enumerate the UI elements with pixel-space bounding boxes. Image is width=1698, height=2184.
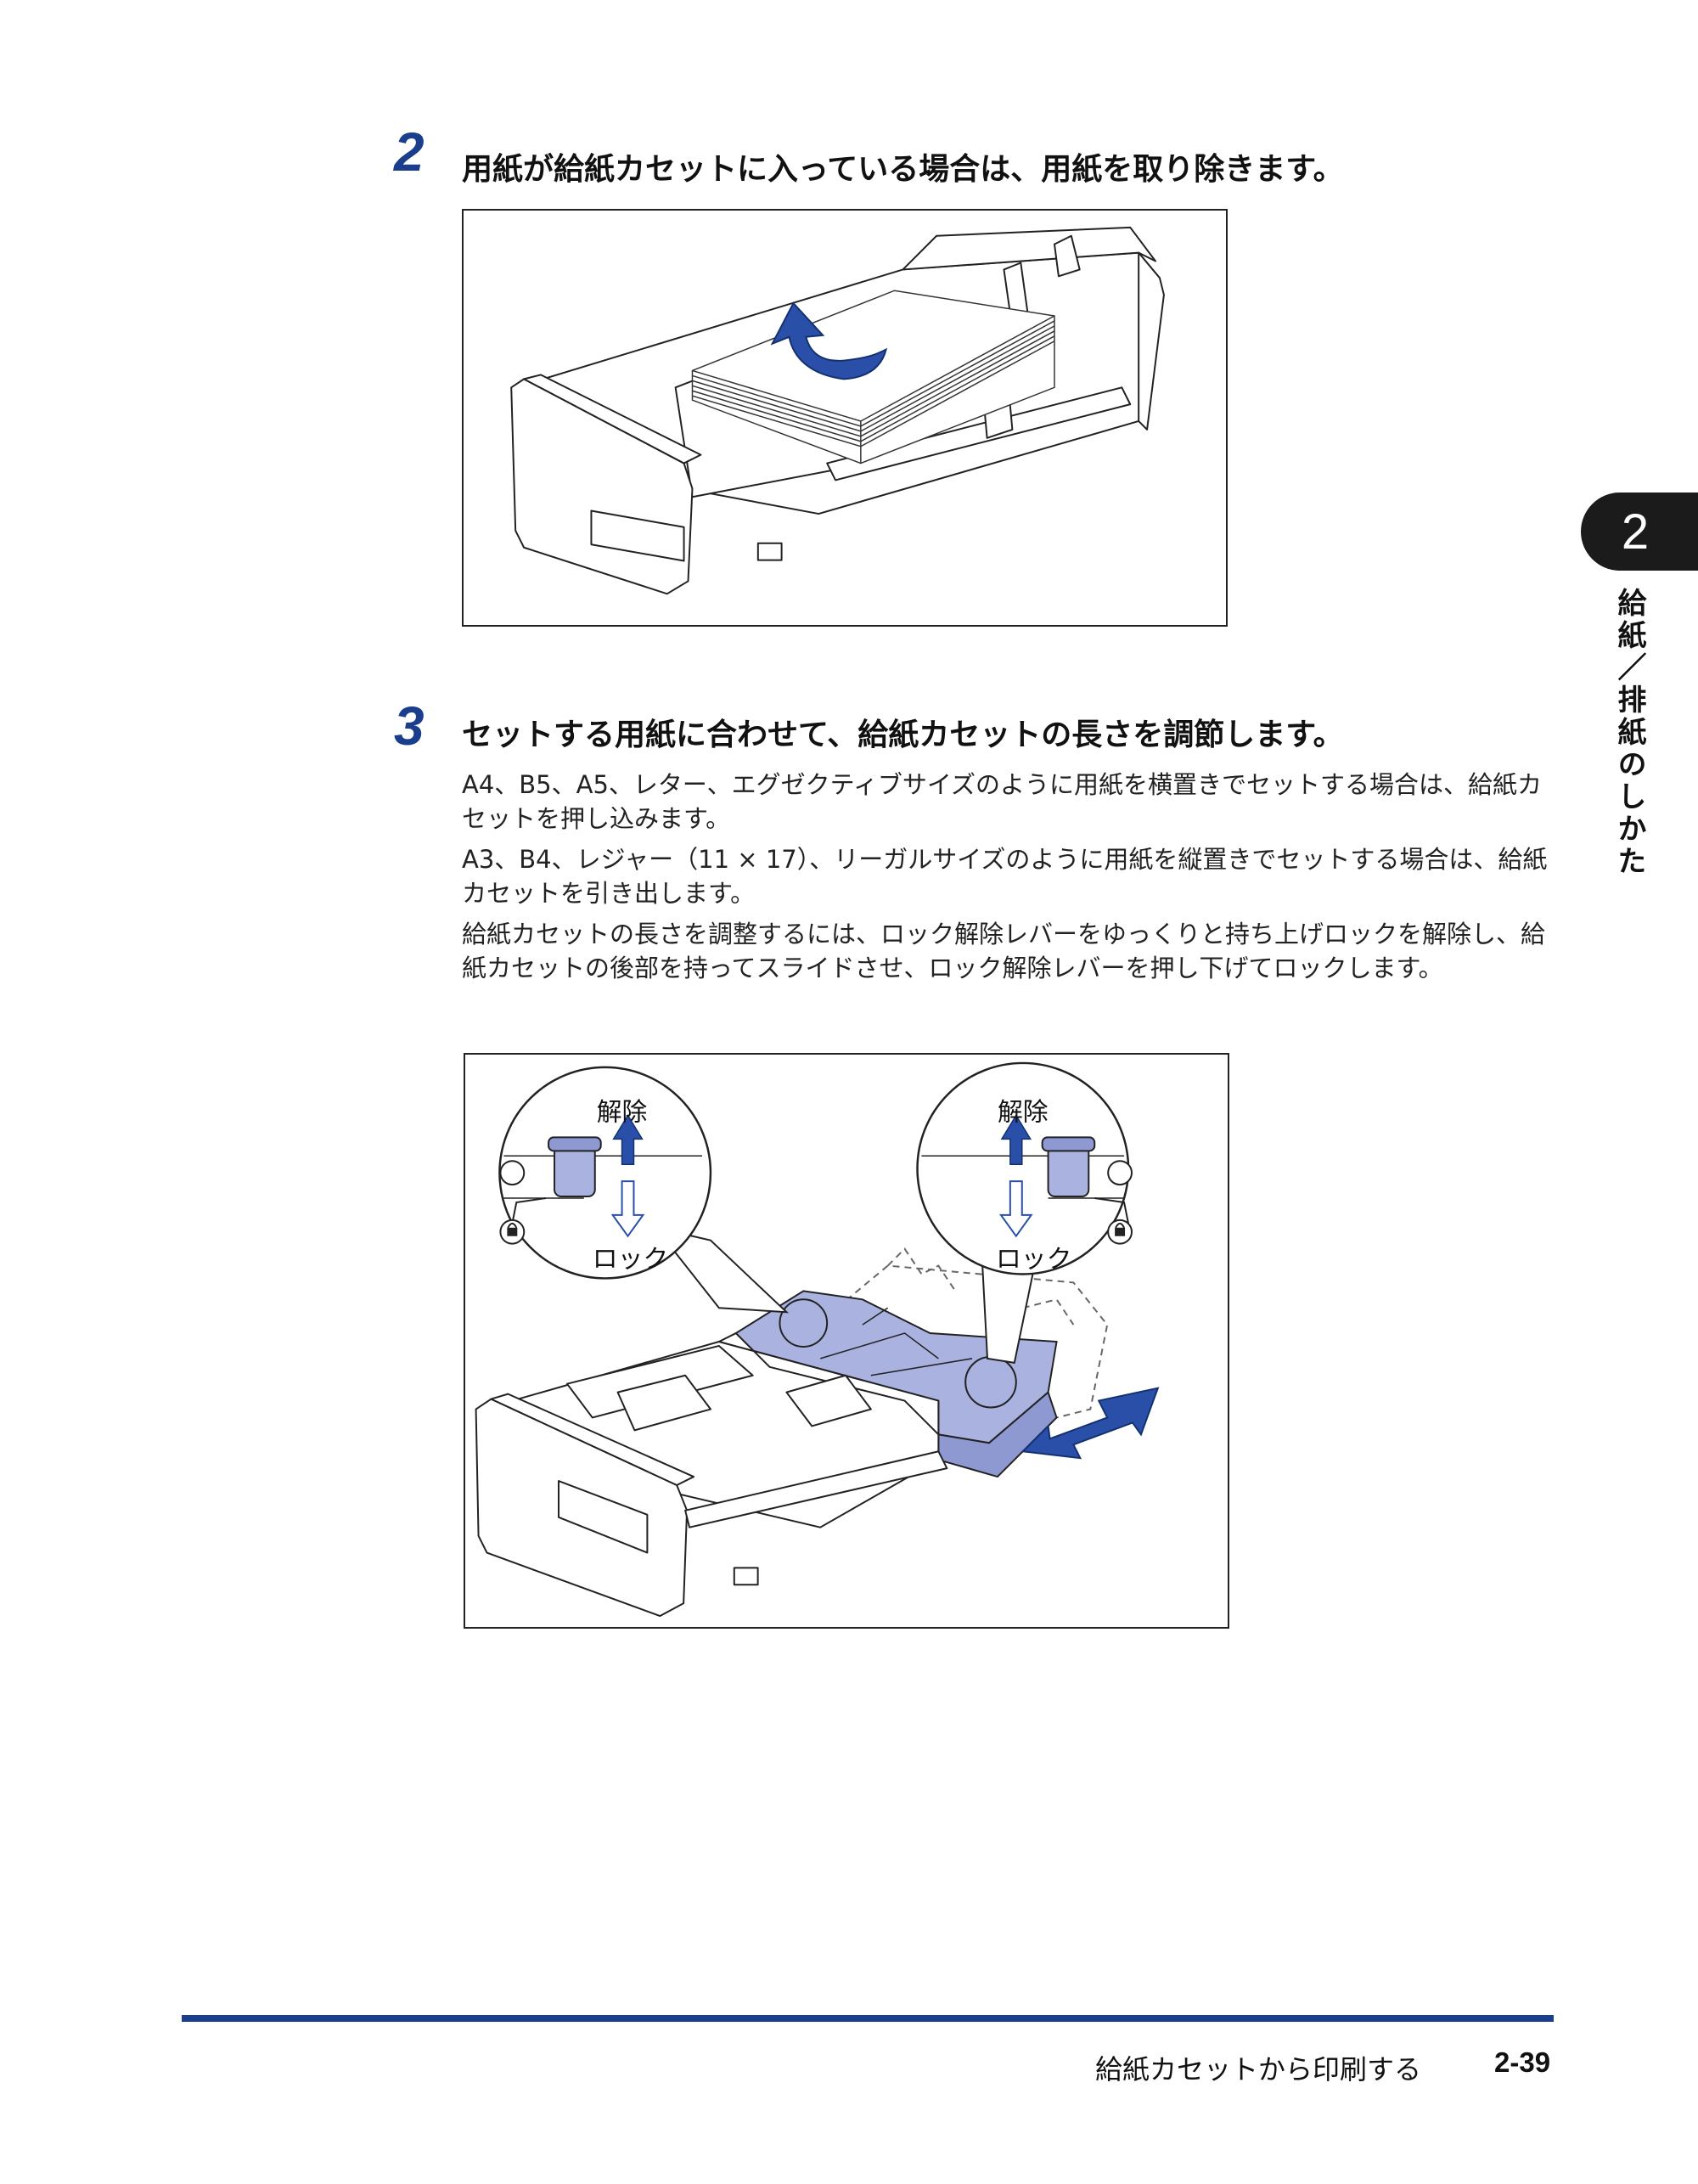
footer-section-title: 給紙カセットから印刷する: [1095, 2053, 1422, 2085]
step-2-title: 用紙が給紙カセットに入っている場合は、用紙を取り除きます。: [462, 152, 1344, 187]
chapter-tab: 2: [1581, 493, 1698, 571]
unlock-icon: [499, 1160, 526, 1186]
right-lever-callout: 解除 ロック: [916, 1061, 1133, 1364]
footer-page-number: 2-39: [1494, 2046, 1551, 2078]
unlock-icon: [1107, 1160, 1133, 1186]
lift-arrow-icon: [770, 301, 888, 380]
step-3-title: セットする用紙に合わせて、給紙カセットの長さを調節します。: [462, 718, 1344, 752]
left-release-label: 解除: [597, 1098, 648, 1128]
slide-arrow-icon: [1020, 1387, 1160, 1460]
step-3-paragraph-1: A4、B5、A5、レター、エグゼクティブサイズのように用紙を横置きでセットする場…: [462, 770, 1543, 833]
down-arrow-icon: [610, 1180, 645, 1238]
step-2-number: 2: [394, 121, 424, 183]
step-3-number: 3: [394, 695, 424, 757]
right-lock-label: ロック: [996, 1245, 1071, 1275]
right-release-label: 解除: [998, 1098, 1049, 1128]
down-arrow-icon: [998, 1180, 1033, 1238]
footer-rule: [182, 2015, 1554, 2022]
cassette-with-paper-illustration: [510, 226, 1165, 595]
cassette-length-illustration: 解除 ロック 解除 ロック: [475, 1061, 1160, 1618]
figure-remove-paper: [462, 209, 1228, 627]
step-3-paragraph-3: 給紙カセットの長さを調整するには、ロック解除レバーをゆっくりと持ち上げロックを解…: [462, 920, 1546, 982]
figure-adjust-cassette-length: 解除 ロック 解除 ロック: [464, 1053, 1229, 1629]
up-arrow-icon: [612, 1114, 644, 1165]
left-lock-label: ロック: [593, 1245, 668, 1275]
up-arrow-icon: [1000, 1114, 1032, 1165]
step-3-paragraph-2: A3、B4、レジャー（11 × 17）、リーガルサイズのように用紙を縦置きでセッ…: [462, 845, 1548, 908]
left-lever-callout: 解除 ロック: [498, 1066, 790, 1314]
chapter-side-title: 給紙／排紙のしかた: [1612, 588, 1646, 878]
